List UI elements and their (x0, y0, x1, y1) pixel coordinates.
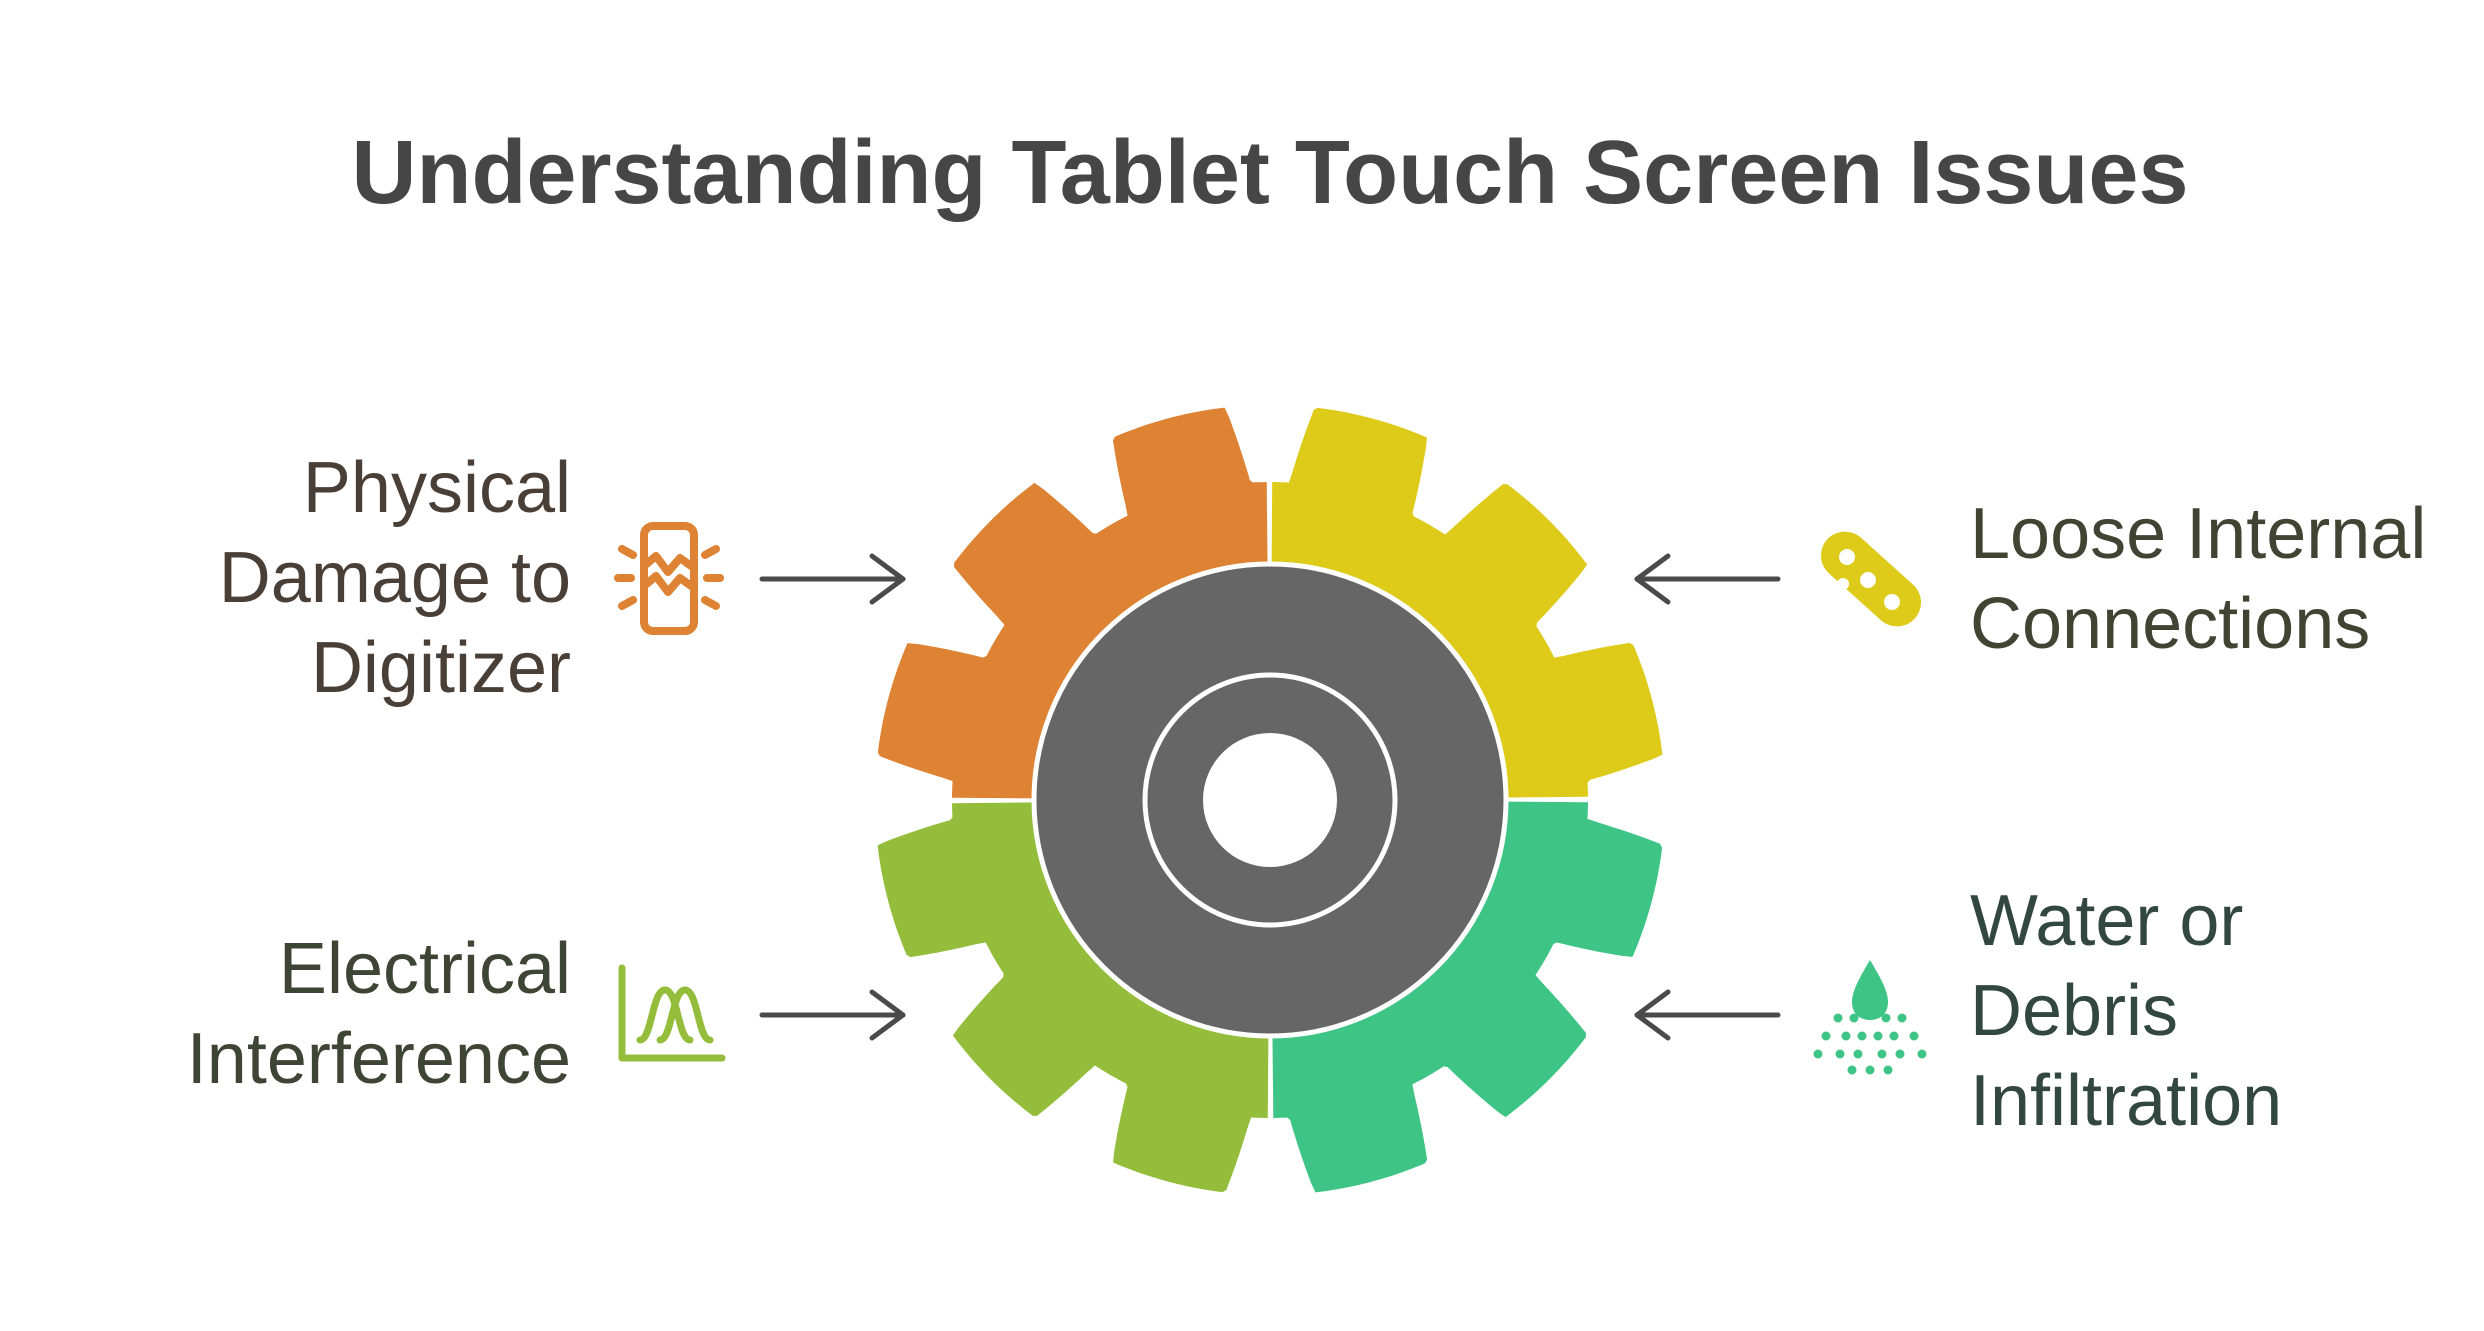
arrow-loose-connections (1634, 553, 1781, 605)
signal-waves-icon (618, 964, 726, 1062)
gear-center-hole (1203, 733, 1337, 867)
physical-damage-label: Physical Damage to Digitizer (219, 443, 571, 713)
loose-connections-label-line-2: Connections (1970, 584, 2371, 664)
physical-damage-label-line-1: Physical (302, 448, 571, 528)
physical-damage-label-line-2: Damage to (218, 538, 571, 618)
loose-connections-label-line-1: Loose Internal (1970, 494, 2427, 574)
electrical-interference-label-line-1: Electrical (278, 929, 571, 1009)
water-debris-label-line-2: Debris (1970, 971, 2179, 1051)
water-drop-icon (1813, 960, 1927, 1075)
cracked-screen-icon (614, 522, 724, 635)
physical-damage-label-line-3: Digitizer (310, 628, 571, 708)
water-debris-label-line-1: Water or (1970, 881, 2244, 961)
electrical-interference-label: Electrical Interference (187, 924, 571, 1104)
loose-connector-icon (1820, 531, 1922, 627)
arrow-electrical-interference (759, 989, 906, 1041)
electrical-interference-label-line-2: Interference (186, 1019, 571, 1099)
page-title: Understanding Tablet Touch Screen Issues (351, 123, 2189, 223)
loose-connections-label: Loose Internal Connections (1970, 489, 2426, 669)
water-debris-label-line-3: Infiltration (1970, 1061, 2283, 1141)
gear (877, 407, 1663, 1193)
arrow-water-debris (1634, 989, 1781, 1041)
water-debris-label: Water or Debris Infiltration (1970, 876, 2282, 1146)
arrow-physical-damage (759, 553, 906, 605)
